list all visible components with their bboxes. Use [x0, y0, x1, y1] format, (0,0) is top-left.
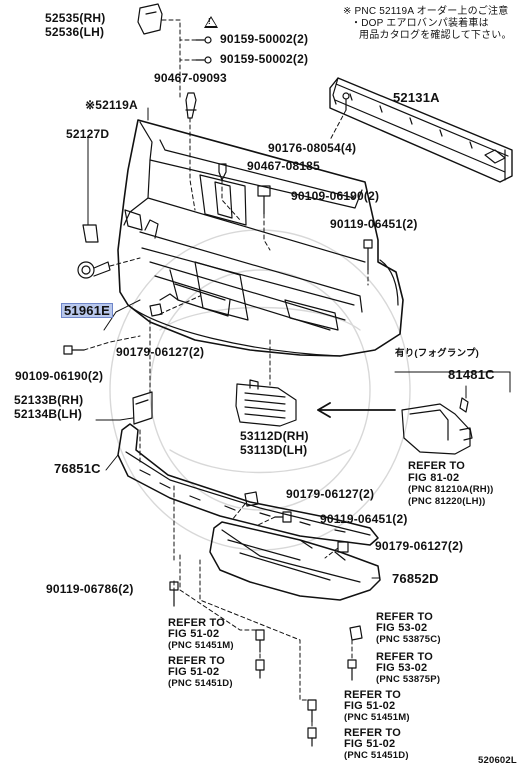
- fog-lamp-option: 有り(フォグランプ): [395, 348, 480, 359]
- part-53113d[interactable]: 53113D(LH): [240, 443, 308, 457]
- ref-line: (PNC 81220(LH)): [408, 496, 486, 507]
- fastener-icon: [63, 3, 373, 747]
- ref-line: (PNC 53875C): [376, 634, 441, 645]
- ref-fig-51-02-a[interactable]: REFER TO FIG 51-02 (PNC 51451M): [168, 617, 234, 652]
- ref-line: (PNC 51451D): [344, 750, 409, 761]
- part-90179-a[interactable]: 90179-06127(2): [116, 345, 205, 359]
- ref-line: FIG 53-02: [376, 662, 428, 674]
- part-90119-b[interactable]: 90119-06451(2): [320, 512, 408, 526]
- part-52133b[interactable]: 52133B(RH): [14, 393, 84, 407]
- ref-fig-51-02-d[interactable]: REFER TO FIG 51-02 (PNC 51451D): [344, 727, 409, 762]
- ref-line: (PNC 53875P): [376, 674, 441, 685]
- ref-line: REFER TO: [376, 611, 434, 623]
- ref-line: REFER TO: [376, 651, 434, 663]
- ref-line: (PNC 51451D): [168, 678, 233, 689]
- part-90109-b[interactable]: 90109-06190(2): [15, 369, 104, 383]
- part-90467-a[interactable]: 90467-09093: [154, 71, 227, 85]
- warning-triangle-icon: !: [204, 16, 218, 28]
- lower-extension: [209, 521, 381, 601]
- notice-line-2: ・DOP エアロバンパ装着車は: [351, 18, 489, 29]
- ref-line: (PNC 81210A(RH)): [408, 484, 494, 495]
- fog-lamp: [401, 397, 473, 455]
- part-52131a[interactable]: 52131A: [393, 90, 440, 105]
- ref-line: REFER TO: [344, 689, 402, 701]
- ref-fig-51-02-c[interactable]: REFER TO FIG 51-02 (PNC 51451M): [344, 689, 410, 724]
- ref-fig-81-02[interactable]: REFER TO FIG 81-02 (PNC 81210A(RH)) (PNC…: [408, 460, 494, 508]
- ref-line: FIG 51-02: [168, 666, 220, 678]
- part-52134b[interactable]: 52134B(LH): [14, 407, 83, 421]
- lower-spoiler: [117, 423, 379, 546]
- part-76852d[interactable]: 76852D: [392, 571, 439, 586]
- ref-line: REFER TO: [408, 460, 466, 472]
- ref-line: FIG 81-02: [408, 472, 460, 484]
- part-52127d[interactable]: 52127D: [66, 127, 110, 141]
- part-52536[interactable]: 52536(LH): [45, 25, 105, 39]
- part-51961e[interactable]: 51961E: [60, 303, 114, 318]
- ref-fig-53-02-a[interactable]: REFER TO FIG 53-02 (PNC 53875C): [376, 611, 441, 646]
- part-81481c[interactable]: 81481C: [448, 367, 495, 382]
- part-90179-c[interactable]: 90179-06127(2): [375, 539, 464, 553]
- diagram-code: 520602L: [478, 755, 517, 766]
- part-90159-a[interactable]: 90159-50002(2): [220, 32, 309, 46]
- part-53112d[interactable]: 53112D(RH): [240, 429, 309, 443]
- ref-line: FIG 51-02: [344, 738, 396, 750]
- part-52119a[interactable]: ※52119A: [85, 98, 138, 112]
- direction-arrow: [317, 402, 396, 418]
- ref-line: FIG 51-02: [168, 628, 220, 640]
- part-90119-c[interactable]: 90119-06786(2): [46, 582, 134, 596]
- ref-line: FIG 53-02: [376, 622, 428, 634]
- part-90109-a[interactable]: 90109-06190(2): [291, 189, 380, 203]
- part-90176[interactable]: 90176-08054(4): [268, 141, 357, 155]
- bumper-cover: [117, 119, 404, 357]
- watermark: [109, 229, 411, 551]
- part-90159-b[interactable]: 90159-50002(2): [220, 52, 309, 66]
- part-52535[interactable]: 52535(RH): [45, 11, 106, 25]
- ref-line: REFER TO: [168, 617, 226, 629]
- ref-line: REFER TO: [168, 655, 226, 667]
- order-notice: ※ PNC 52119A オーダー上のご注意 ・DOP エアロバンパ装着車は 用…: [343, 6, 523, 42]
- ref-line: FIG 51-02: [344, 700, 396, 712]
- notice-line-1: ※ PNC 52119A オーダー上のご注意: [343, 6, 509, 17]
- ref-line: REFER TO: [344, 727, 402, 739]
- part-76851c[interactable]: 76851C: [54, 461, 101, 476]
- leader-lines: [83, 19, 369, 729]
- part-90467-b[interactable]: 90467-08185: [247, 159, 320, 173]
- ref-line: (PNC 51451M): [168, 640, 234, 651]
- part-90119-a[interactable]: 90119-06451(2): [330, 217, 418, 231]
- side-retainer: [132, 391, 153, 425]
- part-90179-b[interactable]: 90179-06127(2): [286, 487, 375, 501]
- ref-fig-51-02-b[interactable]: REFER TO FIG 51-02 (PNC 51451D): [168, 655, 233, 690]
- ref-fig-53-02-b[interactable]: REFER TO FIG 53-02 (PNC 53875P): [376, 651, 441, 686]
- notice-line-3: 用品カタログを確認して下さい。: [359, 30, 512, 41]
- bumper-reinforcement: [329, 77, 513, 183]
- ref-line: (PNC 51451M): [344, 712, 410, 723]
- fog-cover: [235, 379, 297, 427]
- solid-leaders: [87, 107, 511, 579]
